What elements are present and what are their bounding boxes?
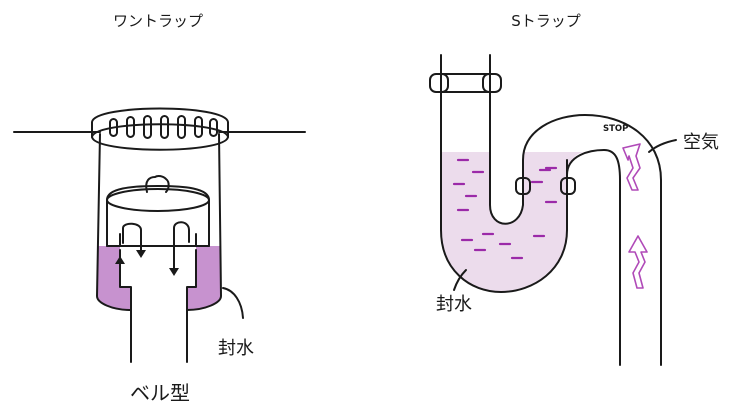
bell-trap-seal-water (97, 246, 131, 310)
s-trap-diagram: Sトラップ STOP 空気 封水 (429, 12, 719, 366)
right-seal-label: 封水 (436, 294, 472, 315)
vertical-inlet-pipe (440, 54, 568, 293)
bell-trap-caption: ベル型 (130, 381, 190, 405)
bell-trap-diagram: ワントラップ ベル型 封水 (13, 12, 306, 405)
air-arrow-lower (628, 235, 648, 289)
air-leader (648, 139, 677, 153)
strainer-grate (91, 107, 229, 151)
air-label: 空気 (683, 132, 719, 153)
air-arrow-upper (622, 143, 641, 191)
bell-cap (106, 174, 210, 247)
inner-pipe (119, 249, 197, 363)
flow-arrows (115, 221, 190, 286)
right-diagram-title: Sトラップ (511, 12, 581, 30)
trap-body (96, 133, 222, 311)
seal-leader-left (222, 287, 244, 319)
bell-trap-seal-water (187, 246, 221, 310)
left-seal-label: 封水 (218, 338, 254, 359)
seal-leader-right (453, 269, 467, 291)
water-dashes (452, 158, 558, 260)
stop-label: STOP (603, 124, 628, 134)
left-diagram-title: ワントラップ (113, 12, 203, 30)
